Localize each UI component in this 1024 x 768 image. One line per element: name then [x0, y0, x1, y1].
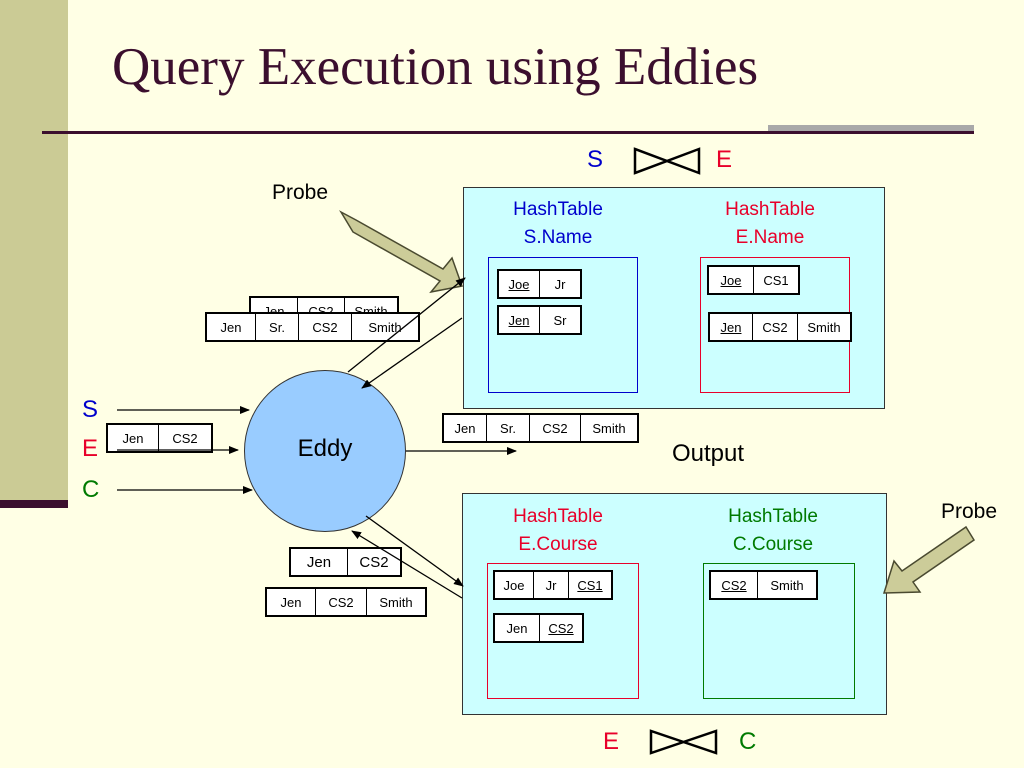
input-e-label: E — [82, 435, 99, 462]
title-rule-accent — [768, 125, 974, 131]
tuple-cell: Jr — [539, 269, 582, 299]
join-top-left: S — [587, 146, 604, 173]
e-name-tuple-joe: Joe CS1 — [707, 265, 800, 295]
tuple-cell: Smith — [366, 587, 427, 617]
input-c-label: C — [82, 476, 100, 503]
tuple-cell: CS2 — [539, 613, 584, 643]
sidebar-cap — [0, 500, 68, 508]
input-s-label: S — [82, 396, 99, 423]
hashtable-c-course-line1: HashTable — [728, 506, 818, 527]
tuple-cell: Smith — [580, 413, 639, 443]
hashtable-s-name-line2: S.Name — [523, 226, 593, 248]
probe-tuple-front: Jen Sr. CS2 Smith — [205, 312, 420, 342]
tuple-cell: Sr. — [486, 413, 530, 443]
join-bottom-left: E — [603, 728, 620, 755]
tuple-cell: Jen — [265, 587, 316, 617]
tuple-cell: Smith — [797, 312, 852, 342]
panel-ec-join — [462, 493, 887, 715]
eddy-to-top-panel-arrow — [347, 277, 466, 373]
tuple-cell: CS2 — [347, 547, 402, 577]
tuple-cell: Jen — [497, 305, 540, 335]
probe-arrow-right-icon — [882, 525, 976, 594]
hashtable-e-course-title: HashTable E.Course — [488, 503, 628, 558]
join-bottom-bowtie-icon — [649, 729, 718, 755]
title-rule — [42, 131, 974, 134]
eddy-to-bottom-panel-arrow — [365, 515, 464, 587]
tuple-cell: Jr — [533, 570, 569, 600]
hashtable-e-course-line1: HashTable — [513, 506, 603, 527]
tuple-cell: CS2 — [298, 312, 352, 342]
hashtable-e-course-line2: E.Course — [518, 533, 598, 555]
tuple-cell: Jen — [493, 613, 540, 643]
hashtable-c-course-line2: C.Course — [732, 533, 814, 555]
e-course-tuple-joe: Joe Jr CS1 — [493, 570, 613, 600]
e-course-tuple-jen: Jen CS2 — [493, 613, 584, 643]
sidebar-decoration — [0, 0, 68, 500]
tuple-cell: Jen — [106, 423, 159, 453]
bottom-tuple-a: Jen CS2 — [289, 547, 402, 577]
tuple-cell: CS1 — [753, 265, 800, 295]
hashtable-c-course-title: HashTable C.Course — [703, 503, 843, 558]
probe-label-top: Probe — [272, 181, 329, 204]
slide-title: Query Execution using Eddies — [112, 38, 759, 96]
top-panel-to-eddy-arrow — [361, 317, 463, 389]
hashtable-s-name-box — [488, 257, 638, 393]
hashtable-e-course-box — [487, 563, 639, 699]
tuple-cell: Jen — [442, 413, 487, 443]
join-bottom-right: C — [739, 728, 757, 755]
tuple-cell: Sr — [539, 305, 582, 335]
tuple-cell: CS2 — [529, 413, 581, 443]
hashtable-e-name-line1: HashTable — [725, 199, 815, 220]
tuple-cell: Jen — [205, 312, 256, 342]
hashtable-e-name-title: HashTable E.Name — [700, 196, 840, 251]
join-top-right: E — [716, 146, 733, 173]
tuple-cell: CS1 — [568, 570, 613, 600]
s-name-tuple-joe: Joe Jr — [497, 269, 582, 299]
panel-se-join — [463, 187, 885, 409]
output-tuple: Jen Sr. CS2 Smith — [442, 413, 639, 443]
probe-label-right: Probe — [941, 500, 998, 523]
tuple-cell: Sr. — [255, 312, 299, 342]
tuple-cell: CS2 — [315, 587, 367, 617]
hashtable-s-name-title: HashTable S.Name — [488, 196, 628, 251]
tuple-cell: CS2 — [752, 312, 798, 342]
tuple-cell: Smith — [757, 570, 818, 600]
tuple-cell: Joe — [707, 265, 754, 295]
tuple-cell: Jen — [708, 312, 753, 342]
tuple-cell: Jen — [289, 547, 348, 577]
eddy-operator — [244, 370, 406, 532]
tuple-cell: Smith — [351, 312, 420, 342]
join-top-bowtie-icon — [633, 147, 701, 175]
hashtable-e-name-line2: E.Name — [735, 226, 805, 248]
hashtable-s-name-line1: HashTable — [513, 199, 603, 220]
c-course-tuple-cs2: CS2 Smith — [709, 570, 818, 600]
bottom-panel-to-eddy-arrow — [351, 530, 463, 599]
output-label: Output — [672, 440, 745, 467]
eddy-label: Eddy — [297, 435, 353, 462]
e-name-tuple-jen: Jen CS2 Smith — [708, 312, 852, 342]
bottom-tuple-b: Jen CS2 Smith — [265, 587, 427, 617]
s-name-tuple-jen: Jen Sr — [497, 305, 582, 335]
hashtable-c-course-box — [703, 563, 855, 699]
probe-arrow-top-icon — [338, 210, 464, 294]
tuple-cell: CS2 — [158, 423, 213, 453]
input-e-tuple: Jen CS2 — [106, 423, 213, 453]
